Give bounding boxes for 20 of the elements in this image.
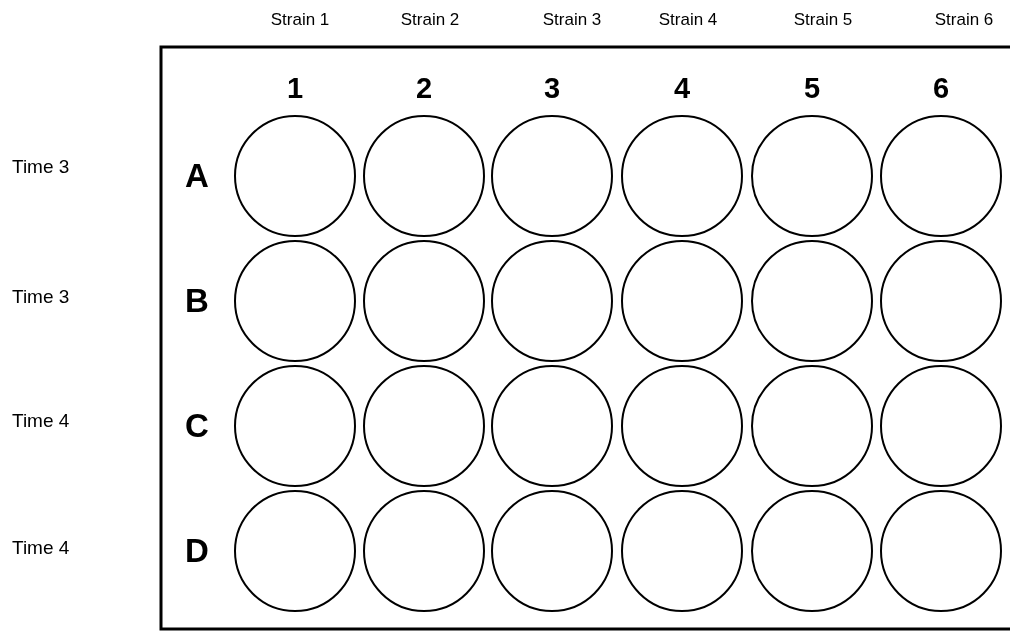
column-number: 5 [803,71,821,105]
strain-label: Strain 1 [270,10,330,30]
time-label: Time 4 [12,410,70,432]
column-number: 1 [286,71,304,105]
column-number: 3 [543,71,561,105]
row-letter: A [185,157,209,195]
time-label: Time 3 [12,286,70,308]
column-number: 4 [673,71,691,105]
time-label: Time 4 [12,537,70,559]
strain-label: Strain 6 [934,10,994,30]
strain-label: Strain 4 [658,10,718,30]
row-letter: C [185,407,209,445]
row-letter: B [185,282,209,320]
strain-label: Strain 3 [542,10,602,30]
strain-label: Strain 2 [400,10,460,30]
row-letter: D [185,532,209,570]
column-number: 6 [932,71,950,105]
strain-label: Strain 5 [793,10,853,30]
column-number: 2 [415,71,433,105]
time-label: Time 3 [12,156,70,178]
